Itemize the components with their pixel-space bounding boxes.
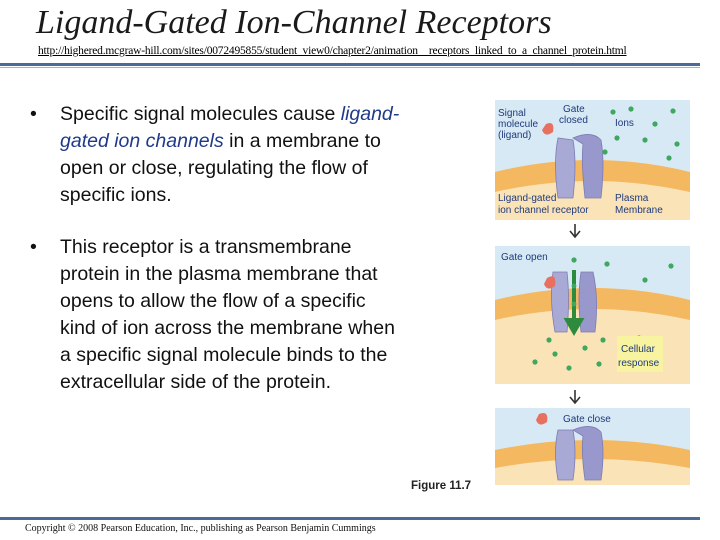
step-arrow-2 xyxy=(569,390,581,405)
label-receptor-2: ion channel receptor xyxy=(498,205,589,216)
ion-flow-arrow xyxy=(563,270,585,336)
label-signal-molecule-3: (ligand) xyxy=(498,130,531,141)
figure-label: Figure 11.7 xyxy=(411,480,472,492)
channel-protein-right xyxy=(572,134,604,199)
label-membrane: Plasma xyxy=(615,193,649,204)
label-gate-open: Gate open xyxy=(501,252,548,263)
channel-protein-right xyxy=(572,426,604,481)
bullet-marker: • xyxy=(30,236,37,258)
label-ions: Ions xyxy=(615,118,634,129)
ligand-shape xyxy=(544,276,556,289)
panel-gate-open: Gate open Cellular response xyxy=(495,246,690,384)
response-box xyxy=(617,336,663,372)
panel-gate-close: Gate close xyxy=(495,408,690,485)
bullet-item-1: • Specific signal molecules cause ligand… xyxy=(30,101,400,209)
ligand-shape xyxy=(536,413,548,425)
bullet-text-end: in a membrane to open or close, regulati… xyxy=(60,130,381,206)
ion-channel-figure: Signal molecule (ligand) Gate closed Ion… xyxy=(495,100,690,485)
title-divider xyxy=(0,63,700,66)
ion-cluster xyxy=(602,106,680,161)
bullet-list: • Specific signal molecules cause ligand… xyxy=(30,101,400,421)
channel-protein-left xyxy=(555,137,576,199)
footer-divider xyxy=(0,517,700,520)
label-cellular-response-2: response xyxy=(618,358,660,369)
title-divider-thin xyxy=(0,67,700,68)
label-gate-closed: Gate xyxy=(563,104,585,115)
label-cellular-response: Cellular xyxy=(621,344,656,355)
label-gate-close: Gate close xyxy=(563,414,611,425)
bullet-text: This receptor is a transmembrane protein… xyxy=(60,236,395,393)
label-membrane-2: Membrane xyxy=(615,205,663,216)
bullet-text: Specific signal molecules cause xyxy=(60,103,341,125)
bullet-highlight: ligand-gated ion channels xyxy=(60,103,400,152)
channel-protein-left xyxy=(551,271,569,333)
slide-title: Ligand-Gated Ion-Channel Receptors xyxy=(36,4,552,41)
bullet-marker: • xyxy=(30,103,37,125)
bullet-item-2: • This receptor is a transmembrane prote… xyxy=(30,234,400,396)
label-receptor: Ligand-gated xyxy=(498,193,556,204)
label-signal-molecule: Signal xyxy=(498,108,526,119)
label-signal-molecule-2: molecule xyxy=(498,119,538,130)
ligand-shape xyxy=(542,123,554,135)
step-arrow-1 xyxy=(569,224,581,239)
panel-gate-closed: Signal molecule (ligand) Gate closed Ion… xyxy=(495,100,690,220)
label-gate-closed-2: closed xyxy=(559,115,588,126)
channel-protein-left xyxy=(555,429,576,481)
copyright-notice: Copyright © 2008 Pearson Education, Inc.… xyxy=(25,523,376,534)
animation-link[interactable]: http://highered.mcgraw-hill.com/sites/00… xyxy=(38,45,627,57)
channel-protein-right xyxy=(578,271,597,333)
